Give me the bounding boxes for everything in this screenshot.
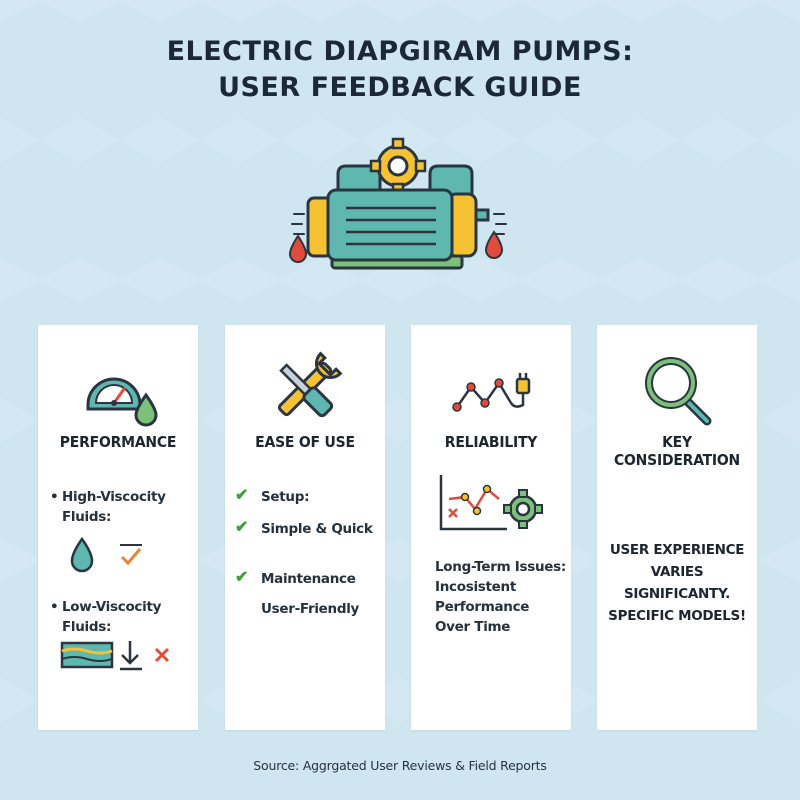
graph-plug-icon — [452, 373, 531, 412]
key-consideration-card: KEY CONSIDERATION USER EXPERIENCE VARIES… — [597, 325, 757, 730]
key-consideration-title: KEY CONSIDERATION — [613, 433, 741, 469]
check-icon: ✔ — [235, 569, 249, 586]
high-viscosity-line-2: Fluids: — [62, 509, 112, 525]
check-icon: ✔ — [235, 487, 249, 504]
gauge-droplet-icon — [86, 377, 158, 427]
high-viscosity-line-1: High-Viscocity — [62, 489, 166, 505]
reliability-line-3: Performance — [435, 599, 530, 615]
reliability-title: RELIABILITY — [444, 433, 538, 451]
reliability-line-1: Long-Term Issues: — [435, 559, 566, 575]
title-line-2: USER FEEDBACK GUIDE — [218, 72, 582, 103]
title-line-1: ELECTRIC DIAPGIRAM PUMPS: — [166, 36, 634, 67]
layers-arrow-x-icon — [60, 641, 170, 671]
key-line-2: VARIES — [650, 564, 704, 580]
key-line-4: SPECIFIC MODELS! — [608, 608, 746, 624]
ease-of-use-card: EASE OF USE ✔ Setup: ✔ Simple & Quick ✔ … — [225, 325, 385, 730]
key-line-1: USER EXPERIENCE — [609, 542, 745, 558]
setup-label: Setup: — [261, 489, 310, 505]
user-friendly-label: User-Friendly — [261, 601, 360, 617]
low-viscosity-line-2: Fluids: — [62, 619, 112, 635]
chart-gear-icon — [439, 475, 543, 531]
low-viscosity-line-1: Low-Viscocity — [62, 599, 162, 615]
key-line-3: SIGNIFICANTY. — [623, 586, 731, 602]
wrench-screwdriver-icon — [277, 351, 343, 418]
reliability-card: RELIABILITY Long-Term Issues: Incosisten… — [411, 325, 571, 730]
low-viscosity-label: Low-Viscocity Fluids: — [50, 597, 162, 637]
page-title: ELECTRIC DIAPGIRAM PUMPS: USER FEEDBACK … — [0, 34, 800, 106]
drop-check-icon — [70, 536, 142, 573]
check-icon: ✔ — [235, 519, 249, 536]
ease-of-use-title: EASE OF USE — [255, 433, 355, 451]
high-viscosity-label: High-Viscocity Fluids: — [50, 487, 166, 527]
performance-title: PERFORMANCE — [59, 433, 177, 451]
source-footer: Source: Aggrgated User Reviews & Field R… — [253, 758, 547, 773]
magnifier-icon — [645, 357, 712, 426]
maintenance-label: Maintenance — [261, 571, 356, 587]
pump-illustration-icon — [288, 137, 507, 270]
reliability-line-4: Over Time — [435, 619, 511, 635]
reliability-line-2: Incosistent — [435, 579, 516, 595]
performance-card: PERFORMANCE High-Viscocity Fluids: Low-V… — [38, 325, 198, 730]
long-term-issues-text: Long-Term Issues: Incosistent Performanc… — [435, 557, 566, 637]
simple-quick-label: Simple & Quick — [261, 521, 373, 537]
